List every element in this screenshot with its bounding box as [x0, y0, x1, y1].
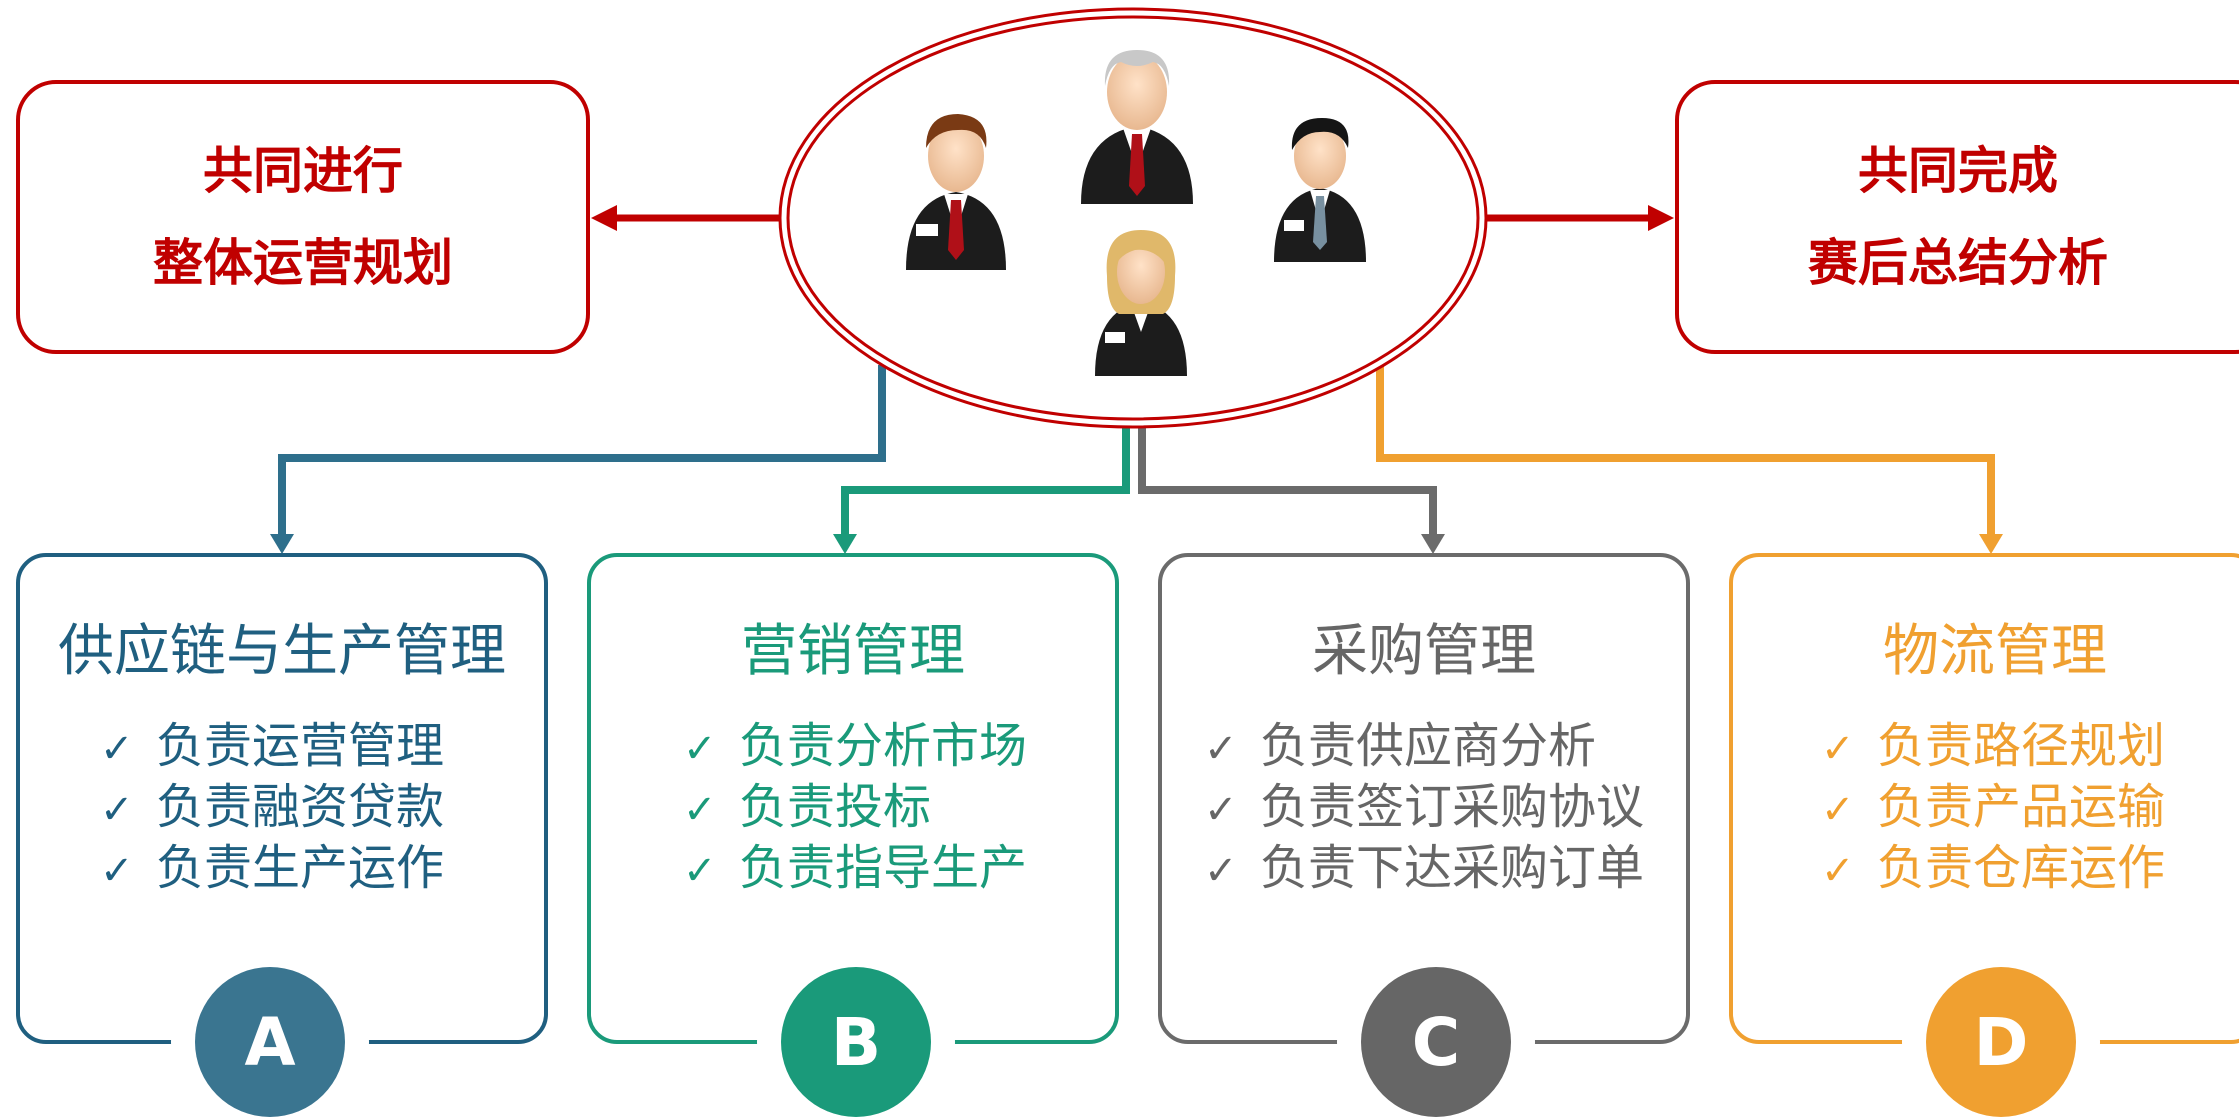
list-item: ✓ 负责投标 — [683, 778, 1027, 839]
card-supply-chain: 供应链与生产管理 ✓ 负责运营管理 ✓ 负责融资贷款 ✓ 负责生产运作 — [16, 553, 548, 1044]
joint-planning-box: 共同进行 整体运营规划 — [16, 80, 590, 354]
check-icon: ✓ — [1821, 787, 1855, 833]
arrow-right-head — [1648, 205, 1674, 231]
list-item: ✓ 负责供应商分析 — [1204, 717, 1644, 778]
check-icon: ✓ — [683, 848, 717, 894]
check-icon: ✓ — [1821, 848, 1855, 894]
check-icon: ✓ — [100, 787, 134, 833]
duty-text: 负责下达采购订单 — [1260, 840, 1645, 896]
duty-text: 负责签订采购协议 — [1260, 779, 1645, 835]
joint-review-line2: 赛后总结分析 — [1808, 234, 2108, 292]
duty-text: 负责供应商分析 — [1260, 718, 1597, 774]
list-item: ✓ 负责指导生产 — [683, 839, 1027, 900]
list-item: ✓ 负责签订采购协议 — [1204, 778, 1644, 839]
joint-planning-line2: 整体运营规划 — [153, 234, 453, 292]
card-title: 营销管理 — [741, 619, 965, 684]
check-icon: ✓ — [1204, 726, 1238, 772]
man-black-hair-icon — [1274, 118, 1366, 262]
arrowhead-b — [833, 534, 857, 554]
arrow-left-head — [591, 205, 617, 231]
card-title: 物流管理 — [1883, 619, 2107, 684]
card-title: 供应链与生产管理 — [58, 619, 506, 684]
card-title: 采购管理 — [1312, 619, 1536, 684]
duty-text: 负责运营管理 — [156, 718, 445, 774]
team-ellipse-outer — [778, 7, 1488, 429]
connector-b — [841, 420, 1130, 538]
badge-d: D — [1926, 967, 2076, 1117]
connector-d — [1376, 365, 1995, 538]
badge-b: B — [781, 967, 931, 1117]
joint-review-line1: 共同完成 — [1858, 142, 2058, 200]
list-item: ✓ 负责产品运输 — [1821, 778, 2165, 839]
check-icon: ✓ — [683, 726, 717, 772]
team-ellipse-inner — [786, 15, 1480, 421]
duty-text: 负责路径规划 — [1877, 718, 2166, 774]
list-item: ✓ 负责下达采购订单 — [1204, 839, 1644, 900]
badge-c: C — [1361, 967, 1511, 1117]
badge-a: A — [195, 967, 345, 1117]
check-icon: ✓ — [100, 848, 134, 894]
duty-text: 负责产品运输 — [1877, 779, 2166, 835]
arrowhead-c — [1421, 534, 1445, 554]
duty-list: ✓ 负责供应商分析 ✓ 负责签订采购协议 ✓ 负责下达采购订单 — [1204, 717, 1644, 900]
duty-text: 负责融资贷款 — [156, 779, 445, 835]
duty-list: ✓ 负责路径规划 ✓ 负责产品运输 ✓ 负责仓库运作 — [1821, 717, 2165, 900]
list-item: ✓ 负责路径规划 — [1821, 717, 2165, 778]
connector-a — [278, 365, 886, 538]
man-brown-hair-icon — [906, 114, 1006, 270]
duty-list: ✓ 负责分析市场 ✓ 负责投标 ✓ 负责指导生产 — [683, 717, 1027, 900]
duty-text: 负责指导生产 — [739, 840, 1028, 896]
card-logistics: 物流管理 ✓ 负责路径规划 ✓ 负责产品运输 ✓ 负责仓库运作 — [1729, 553, 2239, 1044]
arrowhead-a — [270, 534, 294, 554]
woman-blonde-icon — [1095, 230, 1187, 376]
list-item: ✓ 负责运营管理 — [100, 717, 444, 778]
duty-text: 负责生产运作 — [156, 840, 445, 896]
check-icon: ✓ — [100, 726, 134, 772]
senior-man-icon — [1081, 50, 1193, 204]
joint-review-box: 共同完成 赛后总结分析 — [1675, 80, 2239, 354]
check-icon: ✓ — [1204, 848, 1238, 894]
check-icon: ✓ — [1204, 787, 1238, 833]
duty-text: 负责仓库运作 — [1877, 840, 2166, 896]
card-procurement: 采购管理 ✓ 负责供应商分析 ✓ 负责签订采购协议 ✓ 负责下达采购订单 — [1158, 553, 1690, 1044]
connector-c — [1138, 420, 1437, 538]
joint-planning-line1: 共同进行 — [203, 142, 403, 200]
check-icon: ✓ — [683, 787, 717, 833]
check-icon: ✓ — [1821, 726, 1855, 772]
duty-text: 负责投标 — [739, 779, 932, 835]
arrowhead-d — [1979, 534, 2003, 554]
list-item: ✓ 负责分析市场 — [683, 717, 1027, 778]
list-item: ✓ 负责仓库运作 — [1821, 839, 2165, 900]
duty-list: ✓ 负责运营管理 ✓ 负责融资贷款 ✓ 负责生产运作 — [100, 717, 444, 900]
list-item: ✓ 负责融资贷款 — [100, 778, 444, 839]
duty-text: 负责分析市场 — [739, 718, 1028, 774]
list-item: ✓ 负责生产运作 — [100, 839, 444, 900]
